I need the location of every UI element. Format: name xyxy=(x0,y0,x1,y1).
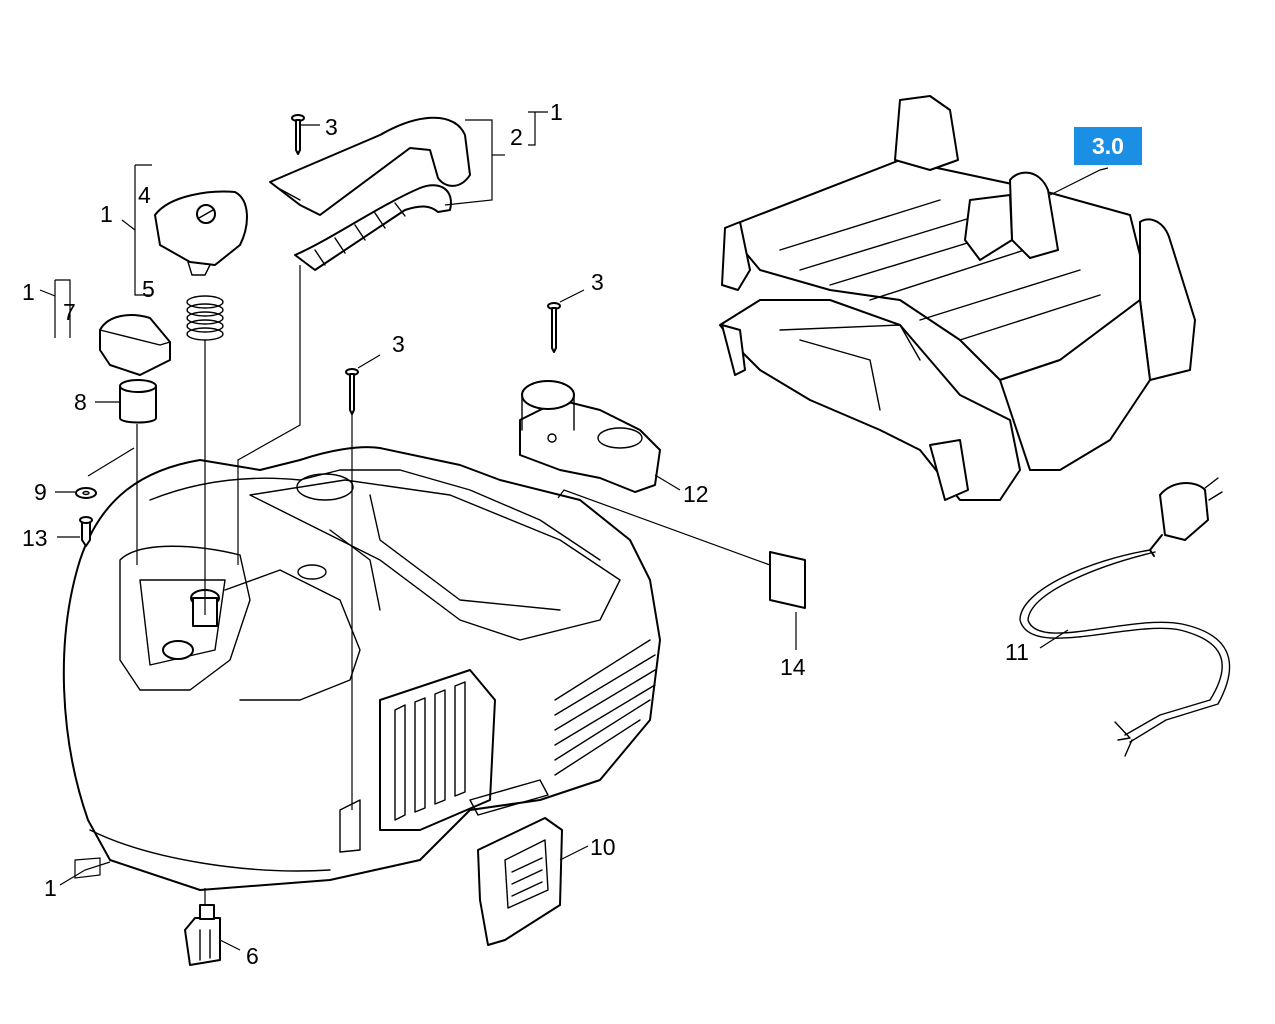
callout-9: 9 xyxy=(34,479,47,505)
sleeve xyxy=(119,379,157,424)
cap xyxy=(99,314,171,376)
callout-3-center: 3 xyxy=(392,331,405,357)
callout-1-knob: 1 xyxy=(100,201,113,227)
callout-11: 11 xyxy=(1005,639,1029,665)
spring xyxy=(186,295,224,341)
callout-12: 12 xyxy=(683,481,709,507)
callout-14: 14 xyxy=(780,654,806,680)
screw-right xyxy=(547,302,561,353)
callout-1-bottom: 1 xyxy=(44,875,57,901)
hose-holder xyxy=(519,380,661,493)
callout-1-cap: 1 xyxy=(22,279,35,305)
label-sticker xyxy=(769,551,806,609)
base-frame xyxy=(719,95,1196,501)
screw-small xyxy=(79,516,93,547)
power-cord xyxy=(1019,477,1231,757)
callout-5: 5 xyxy=(142,276,155,302)
callout-3-right: 3 xyxy=(591,269,604,295)
callout-4: 4 xyxy=(138,182,151,208)
main-housing xyxy=(62,446,661,891)
callout-labels: 1 2 3 4 1 5 1 7 8 9 13 3 3 12 14 11 10 1… xyxy=(22,99,1029,969)
reference-badge: 3.0 xyxy=(1074,127,1142,165)
knob-cap xyxy=(154,190,248,276)
screw-top xyxy=(291,114,305,155)
switch-plug xyxy=(184,904,221,966)
callout-10: 10 xyxy=(590,834,616,860)
screw-center xyxy=(345,368,359,415)
bottom-cover xyxy=(477,817,563,946)
callout-7: 7 xyxy=(63,299,76,325)
callout-1-group-top: 1 xyxy=(550,99,563,125)
callout-2: 2 xyxy=(510,124,523,150)
callout-13: 13 xyxy=(22,525,48,551)
washer xyxy=(75,487,97,499)
callout-8: 8 xyxy=(74,389,87,415)
callout-3-top: 3 xyxy=(325,114,338,140)
leader-lines xyxy=(39,111,1109,951)
carry-handle xyxy=(269,116,471,271)
callout-6: 6 xyxy=(246,943,259,969)
